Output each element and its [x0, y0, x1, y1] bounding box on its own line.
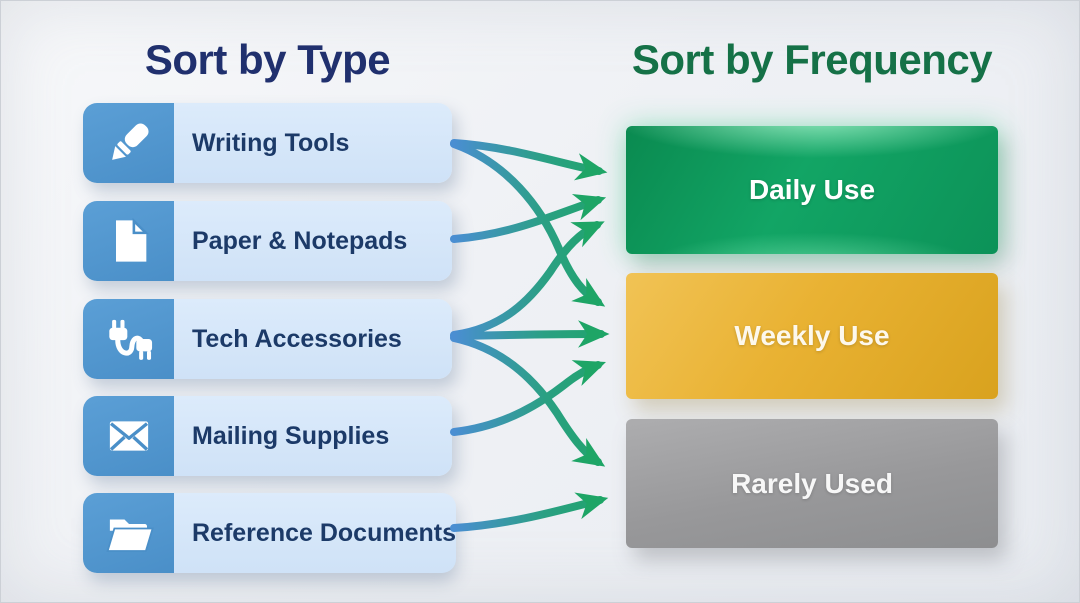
type-card-mailing-supplies: Mailing Supplies	[83, 396, 452, 476]
freq-box-weekly-use: Weekly Use	[626, 273, 998, 399]
type-card-label: Writing Tools	[174, 103, 452, 183]
freq-box-rarely-used: Rarely Used	[626, 419, 998, 548]
right-column-title: Sort by Frequency	[631, 36, 993, 83]
type-card-label: Reference Documents	[174, 493, 456, 573]
freq-box-label: Daily Use	[748, 174, 876, 205]
folder-icon	[83, 493, 174, 573]
freq-box-label: Rarely Used	[731, 467, 893, 499]
left-column-title: Sort by Type	[144, 36, 391, 83]
arrow-writing-tools-to-daily-use	[450, 139, 608, 181]
type-card-writing-tools: Writing Tools	[83, 103, 452, 183]
type-card-reference-documents: Reference Documents	[83, 493, 456, 573]
plug-icon	[83, 299, 174, 379]
arrow-writing-tools-to-weekly-use	[450, 140, 606, 307]
freq-box-daily-use: Daily Use	[626, 126, 998, 254]
arrow-tech-accessories-to-rarely-used	[450, 334, 606, 467]
envelope-icon	[83, 396, 174, 476]
type-card-label: Mailing Supplies	[174, 396, 452, 476]
arrow-paper-notepads-to-daily-use	[450, 193, 607, 243]
freq-box-label: Weekly Use	[734, 320, 890, 351]
arrow-reference-documents-to-rarely-used	[450, 492, 609, 532]
arrow-mailing-supplies-to-weekly-use	[450, 360, 606, 436]
type-card-label: Tech Accessories	[174, 299, 452, 379]
document-icon	[83, 201, 174, 281]
type-card-label: Paper & Notepads	[174, 201, 452, 281]
type-card-paper-notepads: Paper & Notepads	[83, 201, 452, 281]
type-card-tech-accessories: Tech Accessories	[83, 299, 452, 379]
arrow-tech-accessories-to-daily-use	[450, 221, 605, 339]
pen-icon	[83, 103, 174, 183]
arrow-tech-accessories-to-weekly-use	[450, 320, 610, 348]
